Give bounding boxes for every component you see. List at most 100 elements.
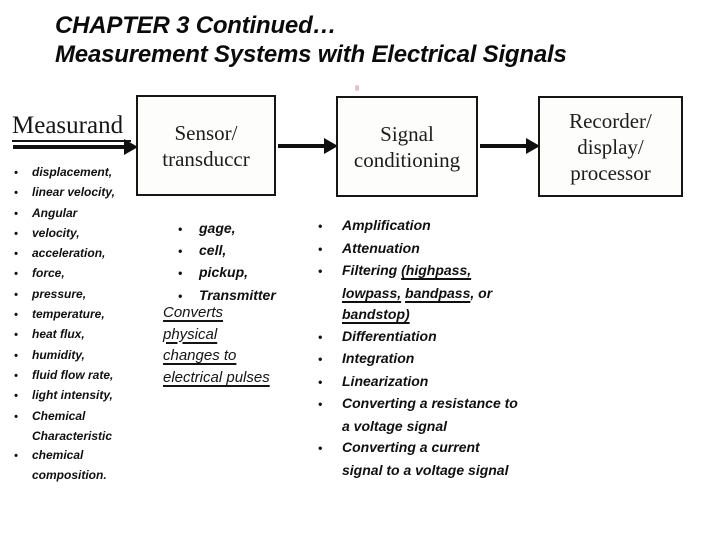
sensor-to-signal-arrowhead-icon: [324, 138, 338, 154]
text-segment: Characteristic: [32, 428, 113, 443]
list-item-text: linear velocity,: [32, 183, 115, 202]
list-item-text: light intensity,: [32, 386, 113, 405]
bullet-icon: •: [14, 329, 18, 342]
bullet-list-item: •temperature,: [14, 305, 115, 325]
text-segment: Angular: [32, 205, 78, 220]
box-label-line: Recorder/: [569, 108, 652, 133]
text-segment: Integration: [342, 350, 415, 366]
list-item-text: Angular: [32, 204, 77, 223]
measurand-arrowhead-icon: [124, 139, 138, 155]
bullet-icon: •: [14, 410, 18, 423]
underlined-text-segment: Converts: [163, 304, 224, 321]
list-item-text: humidity,: [32, 346, 85, 365]
slide-title: CHAPTER 3 Continued… Measurement Systems…: [55, 12, 675, 69]
measurand-label: Measurand: [12, 112, 124, 139]
recorder-display-processor-box: Recorder/display/processor: [538, 96, 683, 197]
text-segment: Filtering: [342, 262, 402, 278]
text-segment: composition.: [32, 468, 107, 483]
text-segment: Attenuation: [342, 239, 420, 256]
bullet-icon: •: [14, 248, 18, 261]
list-item-text: physical: [163, 324, 217, 346]
text-segment: , or: [470, 284, 493, 301]
bullet-icon: •: [14, 288, 18, 301]
bullet-list-item: •Integration: [318, 348, 518, 371]
underlined-text-segment: (highpass,: [401, 262, 472, 278]
list-item-text: velocity,: [32, 224, 80, 243]
bullet-icon: •: [14, 369, 18, 382]
bullet-list-item: • Linearization: [318, 371, 518, 394]
bullet-list-item: • heat flux,: [14, 325, 115, 345]
bullet-list-item: • humidity,: [14, 346, 115, 366]
bullet-list-item: • velocity,: [14, 224, 115, 244]
bullet-icon: •: [318, 329, 323, 344]
list-item-text: Linearization: [342, 371, 428, 393]
bullet-list-item: •Angular: [14, 204, 115, 224]
scan-artifact-dot: [355, 85, 359, 91]
text-segment: heat flux,: [32, 327, 85, 342]
underlined-text-segment: electrical pulses: [163, 368, 270, 386]
bullet-icon: •: [318, 374, 323, 389]
underlined-text-segment: changes to: [163, 347, 237, 365]
list-item-text: Differentiation: [342, 326, 437, 348]
text-segment: temperature,: [32, 307, 105, 322]
list-item-text: displacement,: [32, 163, 112, 182]
bullet-list-item: • Amplification: [318, 215, 518, 238]
measurand-arrow: [13, 145, 124, 149]
list-item-text: changes to: [163, 345, 236, 367]
bullet-icon: •: [14, 349, 18, 362]
bullet-icon: •: [14, 268, 18, 281]
bullet-list-item: •displacement,: [14, 163, 115, 183]
list-item-text: heat flux,: [32, 325, 85, 344]
bullet-list-item: • gage,: [178, 218, 276, 240]
slide-title-line1: CHAPTER 3 Continued…: [55, 12, 337, 39]
sensor-transducer-box: Sensor/transduccr: [136, 95, 276, 196]
bullet-icon: •: [14, 227, 18, 240]
list-item-text: temperature,: [32, 305, 105, 324]
signal-to-recorder-arrow: [480, 144, 526, 148]
text-segment: Amplification: [342, 217, 431, 233]
text-segment: fluid flow rate,: [32, 367, 114, 382]
underlined-text-segment: lowpass,: [342, 284, 402, 301]
list-item-text: fluid flow rate,: [32, 366, 113, 385]
text-segment: signal to a voltage signal: [342, 461, 509, 478]
text-segment: Converting a current: [342, 439, 480, 455]
list-item-text: Converting a resistance to: [342, 393, 518, 415]
list-item-text: cell,: [199, 240, 226, 261]
box-label-line: conditioning: [353, 147, 461, 172]
box-label-line: transduccr: [162, 146, 250, 171]
bullet-icon: •: [14, 390, 18, 403]
list-item-text: Characteristic: [32, 427, 112, 446]
list-item-text: composition.: [32, 466, 107, 485]
bullet-icon: •: [178, 222, 183, 236]
signal-to-recorder-arrowhead-icon: [526, 138, 540, 154]
text-segment: displacement,: [32, 165, 113, 179]
text-segment: pressure,: [32, 286, 87, 301]
list-item-continuation: Converts: [163, 302, 270, 324]
list-item-text: force,: [32, 264, 65, 283]
bullet-list-item: •Converting a resistance to: [318, 393, 518, 416]
bullet-list-item: •Converting a current: [318, 437, 518, 460]
list-item-text: gage,: [199, 218, 236, 239]
list-item-text: electrical pulses: [163, 367, 270, 389]
text-segment: force,: [32, 266, 65, 281]
list-item-continuation: Characteristic: [14, 427, 115, 446]
measurand-bullet-list: •displacement,•linear velocity,•Angular•…: [10, 163, 115, 486]
sensor-bullet-list: •gage,•cell,•pickup,•Transmitter: [174, 218, 276, 307]
list-item-text: Filtering (highpass,: [342, 260, 471, 282]
bullet-icon: •: [318, 264, 323, 278]
list-item-continuation: composition.: [14, 466, 115, 485]
text-segment: gage,: [199, 220, 236, 236]
bullet-list-item: •Transmitter: [178, 285, 276, 307]
bullet-icon: •: [318, 219, 323, 233]
list-item-continuation: changes to: [163, 345, 270, 367]
list-item-text: lowpass, bandpass, or: [342, 283, 492, 305]
list-item-text: bandstop): [342, 304, 410, 326]
list-item-text: Converts: [163, 302, 223, 324]
bullet-icon: •: [14, 187, 18, 200]
box-label-line: Signal: [380, 121, 434, 146]
list-item-text: signal to a voltage signal: [342, 460, 508, 482]
text-segment: linear velocity,: [32, 185, 115, 200]
sensor-to-signal-arrow: [278, 144, 324, 148]
